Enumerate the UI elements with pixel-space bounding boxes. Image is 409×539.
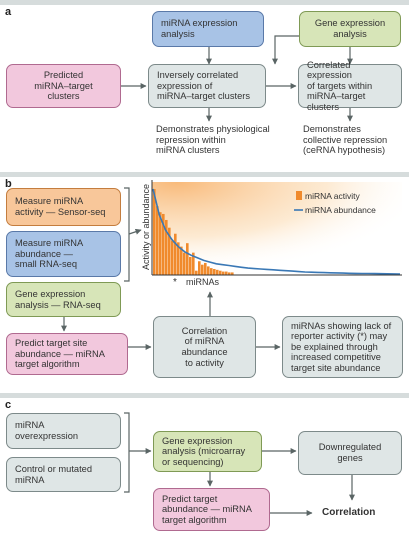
activity-bar <box>231 272 234 275</box>
activity-bar <box>165 219 168 275</box>
panel-a-label: a <box>5 6 12 18</box>
gene-expression-rnaseq-box: Gene expression analysis — RNA-seq <box>6 282 121 317</box>
predict-site-box: Predict target site abundance — miRNA ta… <box>6 333 128 375</box>
legend-activity-label: miRNA activity <box>305 191 361 201</box>
panel-c-label: c <box>5 399 12 411</box>
activity-bar <box>213 268 216 275</box>
gene-expression-microarray-box: Gene expression analysis (microarray or … <box>153 431 262 472</box>
activity-bar <box>195 270 198 275</box>
lack-activity-box: miRNAs showing lack of reporter activity… <box>282 316 403 378</box>
panel-a-band <box>0 0 409 5</box>
overexpression-box: miRNA overexpression <box>6 413 121 449</box>
demonstrates-collective: Demonstrates collective repression (ceRN… <box>303 124 388 156</box>
activity-bar <box>210 268 213 275</box>
activity-bar <box>228 272 231 275</box>
activity-bar <box>204 262 207 275</box>
activity-bar <box>219 270 222 275</box>
panel-b-band <box>0 172 409 177</box>
predict-target-box: Predict target abundance — miRNA target … <box>153 488 270 531</box>
legend-abundance-label: miRNA abundance <box>305 205 376 215</box>
activity-bar <box>162 213 165 275</box>
inversely-correlated-box: Inversely correlated expression of miRNA… <box>148 64 266 108</box>
activity-bar <box>183 252 186 275</box>
activity-bar <box>174 233 177 275</box>
legend-activity-swatch <box>296 191 302 200</box>
activity-bar <box>189 256 192 275</box>
arrow-bracket-to-chart <box>128 228 142 235</box>
control-mirna-box: Control or mutated miRNA <box>6 457 121 492</box>
activity-bar <box>153 189 156 275</box>
activity-bar <box>192 252 195 275</box>
panel-b-label: b <box>5 178 12 190</box>
panel-c-band <box>0 393 409 398</box>
predicted-clusters-box: Predicted miRNA–target clusters <box>6 64 121 108</box>
activity-bar <box>201 264 204 275</box>
arrow-gene-to-inverse <box>272 35 299 65</box>
activity-bar <box>225 271 228 275</box>
correlated-expression-box: Correlated expression of targets within … <box>298 60 402 112</box>
star-annotation: * <box>173 277 177 288</box>
mirna-expression-box: miRNA expression analysis <box>152 11 264 47</box>
demonstrates-physiological: Demonstrates physiological repression wi… <box>156 124 270 156</box>
measure-activity-box: Measure miRNA activity — Sensor-seq <box>6 188 121 226</box>
abundance-curve <box>152 188 401 275</box>
activity-bar <box>222 271 225 275</box>
y-axis-label: Activity or abundance <box>141 184 151 270</box>
activity-bar <box>156 206 159 275</box>
measure-abundance-box: Measure miRNA abundance — small RNA-seq <box>6 231 121 277</box>
downregulated-genes-box: Downregulated genes <box>298 431 402 475</box>
activity-bar <box>180 246 183 275</box>
correlation-result: Correlation <box>322 507 376 518</box>
activity-bar <box>207 266 210 275</box>
bracket-measure <box>124 187 130 282</box>
activity-bar <box>186 243 189 275</box>
activity-bar <box>168 227 171 275</box>
bracket-overexpression <box>124 412 130 493</box>
gene-expression-box: Gene expression analysis <box>299 11 401 47</box>
x-axis-label: miRNAs <box>186 277 219 287</box>
activity-bar <box>171 240 174 275</box>
activity-bar <box>159 212 162 275</box>
correlation-box: Correlation of miRNA abundance to activi… <box>153 316 256 378</box>
activity-bar <box>216 269 219 275</box>
activity-bar <box>198 261 201 275</box>
activity-bar <box>177 242 180 275</box>
